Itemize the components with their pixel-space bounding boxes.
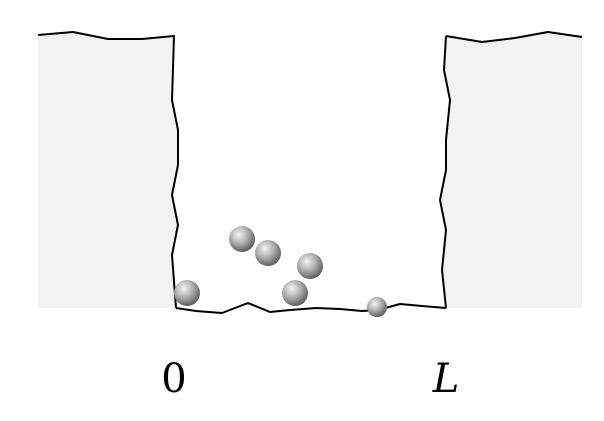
right-wall-inner-edge xyxy=(439,35,451,309)
label-left-position: 0 xyxy=(161,356,186,402)
particle xyxy=(229,226,255,252)
particle xyxy=(297,253,323,279)
right-wall-edge xyxy=(445,31,583,43)
well-floor xyxy=(175,302,447,314)
particle xyxy=(255,240,281,266)
particle xyxy=(367,297,387,317)
label-right-position: L xyxy=(432,356,460,402)
left-wall-edge xyxy=(37,31,179,309)
particle xyxy=(174,280,200,306)
left-wall-fill xyxy=(38,32,178,308)
right-wall-fill xyxy=(440,32,582,308)
particle xyxy=(282,280,308,306)
